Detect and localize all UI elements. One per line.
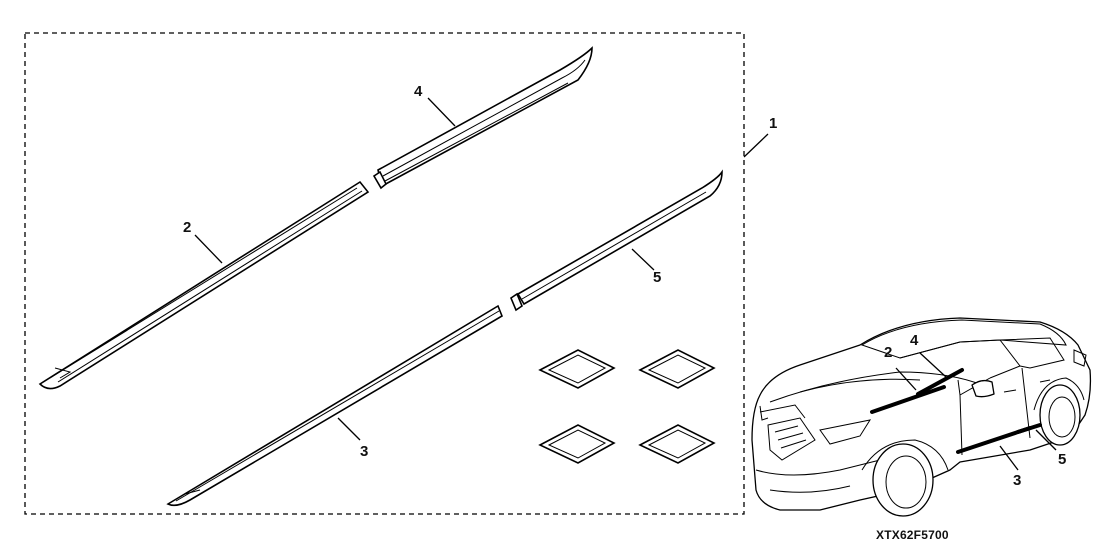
adhesive-pad — [538, 349, 616, 389]
molding-part-5 — [510, 169, 723, 312]
kit-leader — [743, 133, 769, 158]
diagram-code: XTX62F5700 — [876, 528, 949, 542]
adhesive-pad — [638, 349, 716, 389]
adhesive-pad — [638, 424, 716, 464]
car-molding-4 — [916, 368, 964, 396]
callout-part-2: 2 — [183, 219, 192, 236]
callout-car-3: 3 — [1013, 472, 1022, 489]
callout-car-5: 5 — [1058, 451, 1067, 468]
car-illustration — [751, 317, 1092, 517]
callout-car-4: 4 — [910, 332, 919, 349]
car-molding-2 — [870, 385, 946, 414]
car-molding-5 — [1016, 423, 1042, 434]
adhesive-pad — [538, 424, 616, 464]
callout-part-5: 5 — [653, 269, 662, 286]
kit-boundary — [24, 32, 745, 515]
callout-part-3: 3 — [360, 443, 369, 460]
molding-part-4 — [372, 46, 593, 190]
callout-part-4: 4 — [414, 83, 423, 100]
molding-part-2 — [38, 180, 370, 390]
callout-kit: 1 — [769, 115, 778, 132]
molding-part-3 — [166, 304, 503, 507]
callout-car-2: 2 — [884, 344, 893, 361]
